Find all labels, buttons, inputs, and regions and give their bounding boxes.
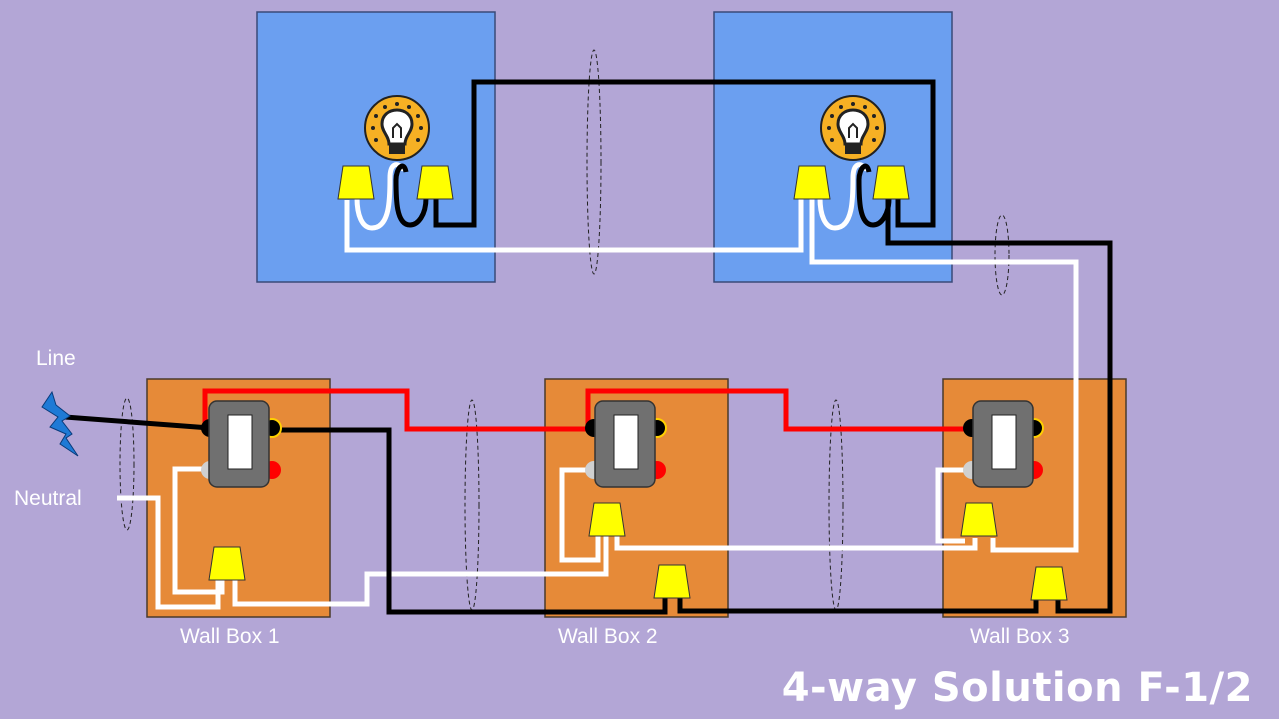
light-bulb-icon xyxy=(363,94,431,162)
switch-2 xyxy=(585,400,667,488)
switch-1 xyxy=(201,400,282,488)
toggle-switch-icon xyxy=(972,400,1034,488)
toggle-switch-icon xyxy=(594,400,656,488)
wall-box-1-label: Wall Box 1 xyxy=(180,625,280,648)
diagram-title: 4-way Solution F-1/2 xyxy=(781,665,1253,711)
wire-nut-icon xyxy=(588,502,626,537)
wire-nut-icon xyxy=(960,502,998,537)
hot-wires xyxy=(64,79,1113,615)
light-bulb-icon xyxy=(819,94,887,162)
wire-nut-icon xyxy=(416,165,454,200)
wall-box-2-label: Wall Box 2 xyxy=(558,625,658,648)
wire-nut-icon xyxy=(337,165,375,200)
wire-nut-icon xyxy=(653,564,691,599)
wall-box-3-label: Wall Box 3 xyxy=(970,625,1070,648)
traveler-wires xyxy=(202,388,972,432)
neutral-label: Neutral xyxy=(14,487,82,510)
wire-nut-icon xyxy=(793,165,831,200)
switch-3 xyxy=(963,400,1044,488)
line-label: Line xyxy=(36,347,76,370)
toggle-switch-icon xyxy=(208,400,270,488)
wire-nut-icon xyxy=(872,165,910,200)
wire-nut-icon xyxy=(1030,566,1068,601)
lightning-bolt-icon xyxy=(41,390,79,457)
wire-nut-icon xyxy=(208,546,246,581)
neutral-wires xyxy=(117,162,1079,610)
